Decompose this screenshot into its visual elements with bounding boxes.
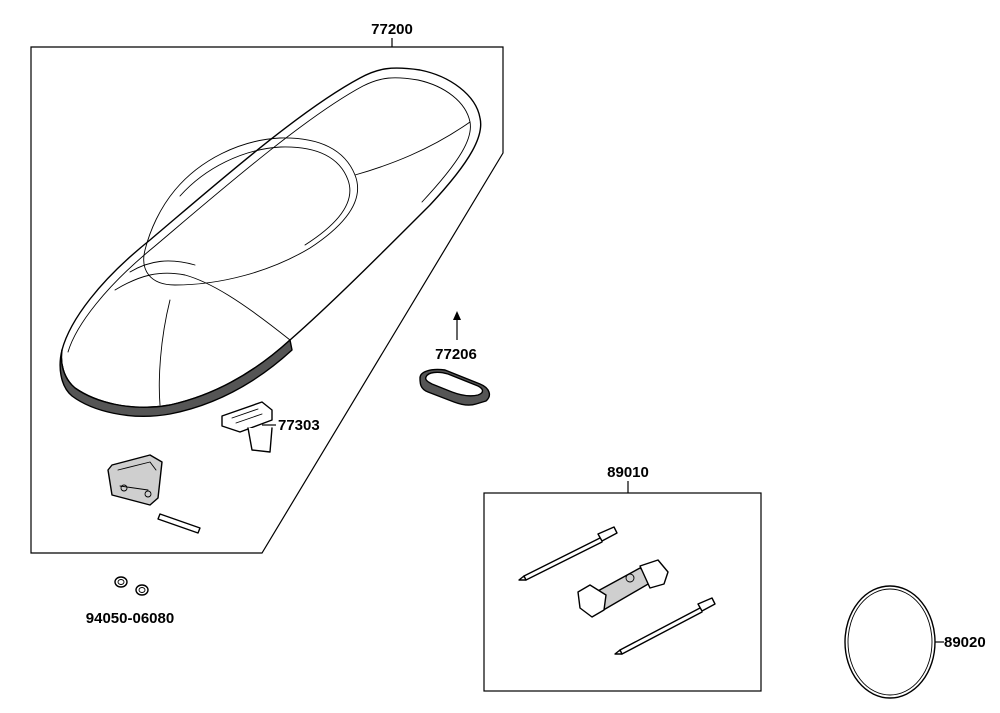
screwdriver-1-handle bbox=[597, 526, 618, 542]
seat-rear-contour bbox=[354, 121, 471, 176]
seat-rider-panel bbox=[143, 137, 359, 286]
seat-rubber-group: 77206 bbox=[419, 311, 491, 406]
seat-base-band bbox=[59, 339, 293, 417]
seat-assembly-group: 77200 77303 bbox=[30, 21, 504, 554]
lock-bracket-hook bbox=[247, 427, 273, 453]
seat-lower-contour bbox=[158, 299, 171, 406]
bolt-nut-center bbox=[117, 579, 125, 585]
hinge-pin bbox=[157, 513, 201, 534]
screwdriver-1-drawing bbox=[518, 526, 618, 581]
seat-assembly-label[interactable]: 77200 bbox=[371, 21, 413, 38]
screwdriver-1-shaft-edge bbox=[525, 541, 603, 581]
bolt-nut-2 bbox=[135, 584, 149, 596]
hinge-pin-drawing bbox=[157, 513, 201, 534]
lock-bracket-plate bbox=[221, 401, 273, 433]
seat-side-contour bbox=[114, 272, 291, 341]
tool-kit-group: 89010 bbox=[483, 464, 762, 692]
screwdriver-2-shaft bbox=[619, 607, 701, 651]
seat-rubber-label[interactable]: 77206 bbox=[435, 346, 477, 363]
plug-wrench-hex-end bbox=[577, 584, 607, 618]
plug-wrench-drawing bbox=[577, 559, 669, 618]
band-inner-ring bbox=[847, 588, 933, 696]
plug-wrench-hole bbox=[625, 573, 635, 583]
bolt-nut bbox=[114, 576, 128, 588]
seat-assembly-frame bbox=[30, 46, 504, 554]
hinge-hole-2 bbox=[144, 490, 152, 498]
lock-bracket-label[interactable]: 77303 bbox=[278, 417, 320, 434]
hinge-drawing bbox=[107, 454, 163, 506]
seat-rubber-arrow bbox=[453, 311, 461, 320]
seat-rubber-top bbox=[424, 371, 484, 397]
bolt-label[interactable]: 94050-06080 bbox=[86, 610, 174, 627]
bolt-group: 94050-06080 bbox=[86, 576, 174, 627]
hinge-body bbox=[107, 454, 163, 506]
plug-wrench-hex-end-2 bbox=[639, 559, 669, 589]
lock-bracket-ribs bbox=[231, 408, 263, 424]
band-label[interactable]: 89020 bbox=[944, 634, 986, 651]
screwdriver-2-drawing bbox=[614, 597, 716, 655]
screwdriver-1-tip bbox=[518, 575, 527, 581]
screwdriver-1-shaft bbox=[523, 537, 601, 577]
screwdriver-2-shaft-edge bbox=[621, 611, 703, 655]
tool-kit-frame bbox=[483, 492, 762, 692]
band-group: 89020 bbox=[844, 585, 986, 699]
bolt-nut-2-center bbox=[138, 587, 146, 593]
seat-rider-panel-stitch bbox=[179, 146, 351, 246]
lock-bracket-drawing bbox=[221, 401, 273, 453]
seat-front-contour bbox=[129, 260, 196, 273]
band-outer-ring bbox=[844, 585, 936, 699]
hinge-detail bbox=[117, 461, 157, 491]
tool-kit-label[interactable]: 89010 bbox=[607, 464, 649, 481]
screwdriver-2-handle bbox=[697, 597, 716, 612]
hinge-hole bbox=[120, 484, 128, 492]
screwdriver-2-tip bbox=[614, 649, 623, 655]
seat-drawing bbox=[59, 67, 482, 417]
